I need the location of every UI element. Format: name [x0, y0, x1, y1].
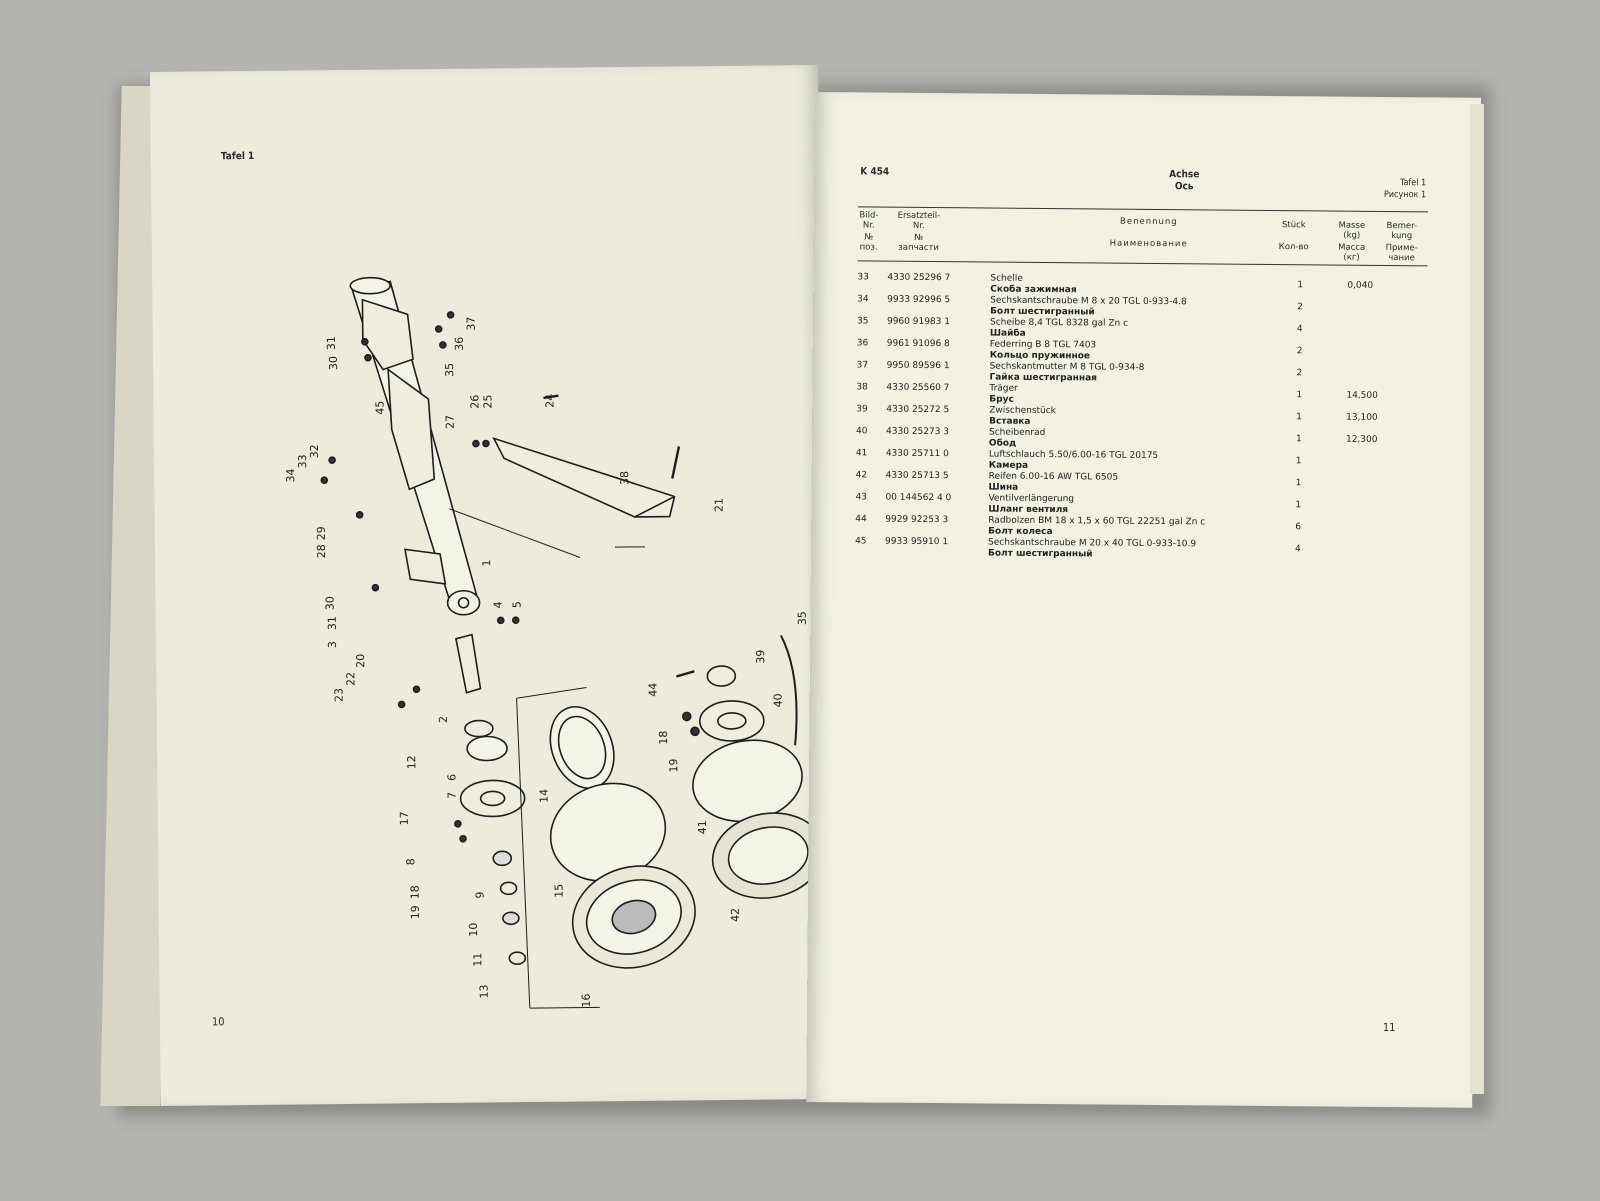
callout-26: 26	[468, 395, 481, 409]
callout-8: 8	[404, 858, 417, 865]
callout-37: 37	[465, 317, 478, 331]
callout-40: 40	[772, 693, 785, 707]
callout-31: 31	[325, 336, 338, 350]
callout-23: 23	[332, 688, 345, 702]
callout-2: 2	[437, 716, 450, 723]
page-stack-edge	[1470, 104, 1484, 1094]
wheel-hub	[459, 779, 526, 818]
callout-30b: 30	[323, 596, 336, 610]
callout-18b: 18	[657, 731, 670, 745]
callout-29: 29	[315, 526, 328, 540]
callout-7: 7	[446, 792, 459, 799]
callout-17: 17	[398, 811, 411, 825]
callout-25: 25	[481, 394, 494, 408]
callout-9: 9	[474, 892, 487, 899]
callout-16: 16	[580, 993, 593, 1007]
callout-19: 19	[409, 905, 422, 919]
right-page: K 454 Achse Ось Tafel 1 Рисунок 1 Bild- …	[806, 92, 1481, 1108]
callout-11: 11	[471, 953, 484, 967]
tafel-ref-ru: Рисунок 1	[1383, 189, 1427, 201]
col-stueck-de: Stück	[1281, 220, 1306, 231]
rim-14	[549, 706, 615, 790]
left-page-number: 10	[211, 1015, 225, 1029]
callout-24: 24	[543, 394, 556, 408]
callout-39: 39	[754, 650, 767, 664]
axle-end-flange	[446, 589, 481, 616]
callout-3: 3	[326, 641, 339, 648]
col-name-de: Benennung	[1120, 216, 1178, 228]
callout-27: 27	[444, 415, 457, 429]
callout-36: 36	[453, 337, 466, 351]
col-masse-de: Masse (kg)	[1338, 220, 1366, 241]
callout-31b: 31	[326, 616, 339, 630]
callout-32: 32	[308, 444, 321, 458]
col-pos-ru: № поз.	[859, 232, 878, 253]
rim-40	[699, 700, 765, 742]
col-pos-de: Bild- Nr.	[859, 210, 879, 231]
col-ers-ru: № запчасти	[898, 232, 940, 254]
beam-38	[492, 437, 676, 518]
callout-13: 13	[478, 984, 491, 998]
table-row: 45 9933 95910 1 Sechskantschraube M 20 x…	[855, 536, 1301, 560]
callout-35b: 35	[796, 611, 809, 625]
left-page: Tafel 1	[150, 65, 840, 1106]
section-title: Achse Ось	[1104, 169, 1264, 194]
callout-42: 42	[729, 908, 742, 922]
col-stueck-ru: Кол-во	[1278, 242, 1309, 253]
spindle	[455, 633, 482, 694]
callout-35: 35	[443, 363, 456, 377]
right-page-number: 11	[1382, 1020, 1396, 1035]
callout-10: 10	[467, 923, 480, 937]
tafel-ref-de: Tafel 1	[1399, 178, 1427, 189]
col-bem-ru: Приме- чание	[1385, 242, 1418, 264]
col-ers-de: Ersatzteil- Nr.	[897, 210, 941, 231]
valve-extension	[780, 634, 798, 746]
col-masse-ru: Масса (кг)	[1338, 242, 1366, 263]
callout-41: 41	[696, 820, 709, 834]
callout-4: 4	[492, 601, 505, 608]
callout-45: 45	[373, 401, 386, 415]
callout-6: 6	[445, 774, 458, 781]
exploded-axle-diagram: 37 36 35 31 30 45 26 25 27 24 32 33 34 3…	[284, 276, 840, 1009]
callout-5: 5	[511, 601, 524, 608]
callout-14: 14	[538, 789, 551, 803]
callout-34: 34	[284, 468, 297, 482]
callout-19b: 19	[667, 758, 680, 772]
tafel-ref: Tafel 1 Рисунок 1	[1354, 177, 1426, 202]
section-title-ru: Ось	[1174, 181, 1194, 193]
callout-28: 28	[315, 544, 328, 558]
tafel-label: Tafel 1	[220, 150, 255, 163]
model-label: K 454	[860, 166, 890, 178]
callout-38: 38	[618, 471, 631, 485]
callout-20: 20	[354, 654, 367, 668]
callout-33: 33	[296, 454, 309, 468]
callout-15: 15	[553, 884, 566, 898]
callout-18: 18	[409, 885, 422, 899]
callout-12: 12	[405, 755, 418, 769]
col-bem-de: Bemer- kung	[1386, 220, 1418, 242]
callout-1: 1	[480, 559, 493, 566]
callout-22: 22	[344, 672, 357, 686]
callout-21: 21	[712, 498, 725, 512]
callout-44: 44	[646, 683, 659, 697]
callout-labels: 37 36 35 31 30 45 26 25 27 24 32 33 34 3…	[284, 317, 840, 1008]
col-name-ru: Наименование	[1109, 238, 1188, 250]
callout-30: 30	[327, 356, 340, 370]
